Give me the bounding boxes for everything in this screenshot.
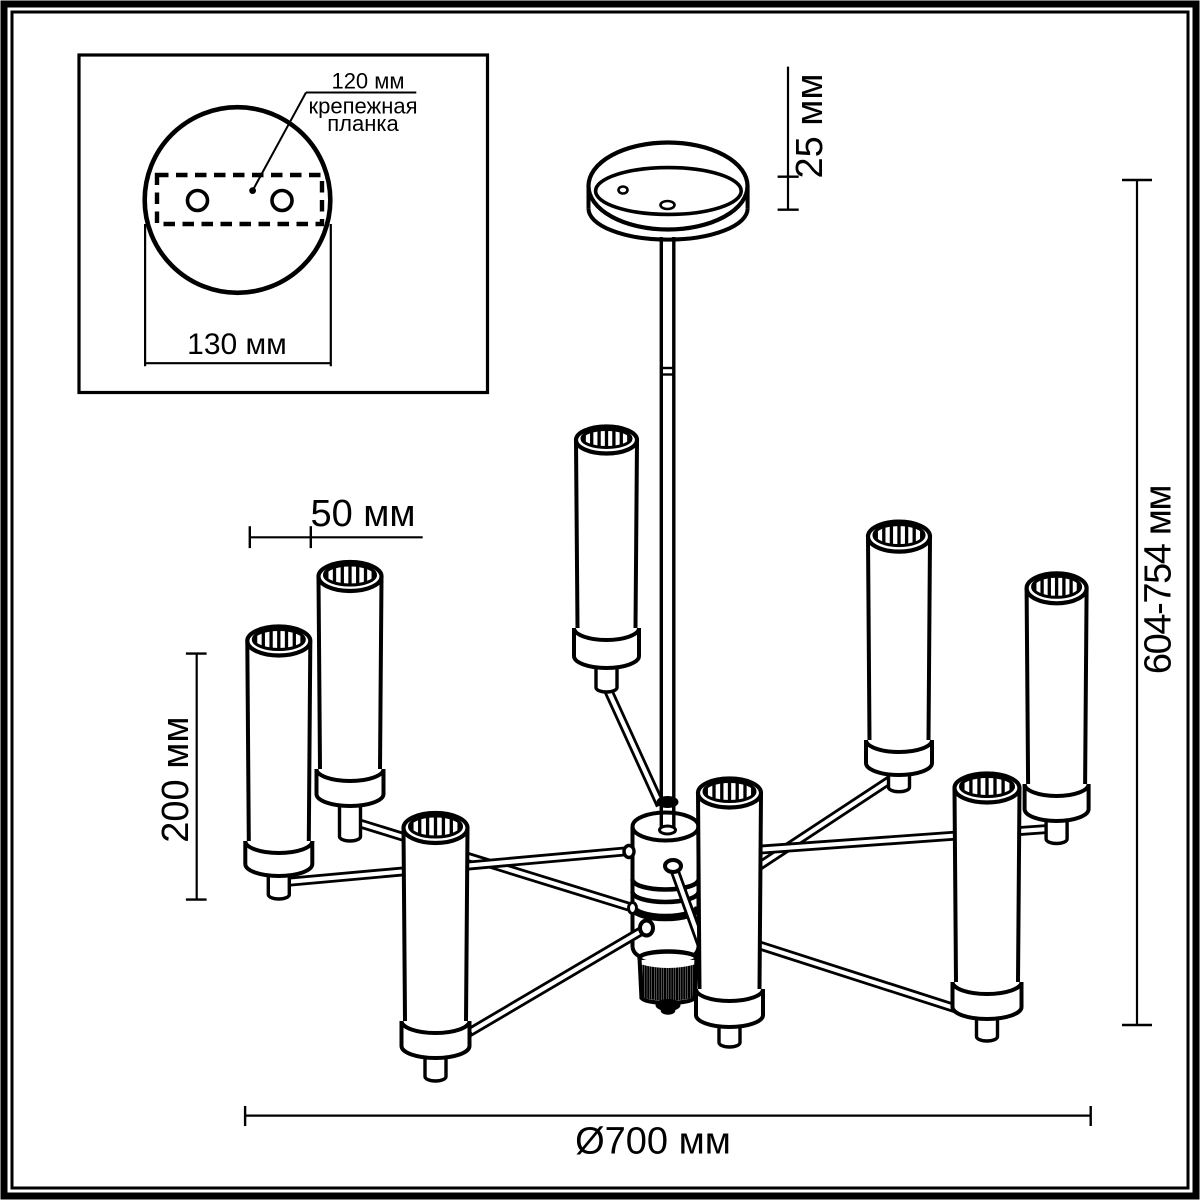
svg-text:планка: планка: [327, 111, 399, 136]
svg-text:120 мм: 120 мм: [331, 68, 404, 93]
svg-text:Ø700 мм: Ø700 мм: [575, 1121, 731, 1163]
svg-text:130 мм: 130 мм: [187, 328, 287, 361]
svg-text:200 мм: 200 мм: [155, 716, 197, 842]
svg-text:50 мм: 50 мм: [310, 493, 415, 535]
svg-text:604-754 мм: 604-754 мм: [1138, 486, 1180, 674]
svg-text:25 мм: 25 мм: [789, 73, 831, 178]
svg-text:крепежная: крепежная: [308, 94, 417, 119]
